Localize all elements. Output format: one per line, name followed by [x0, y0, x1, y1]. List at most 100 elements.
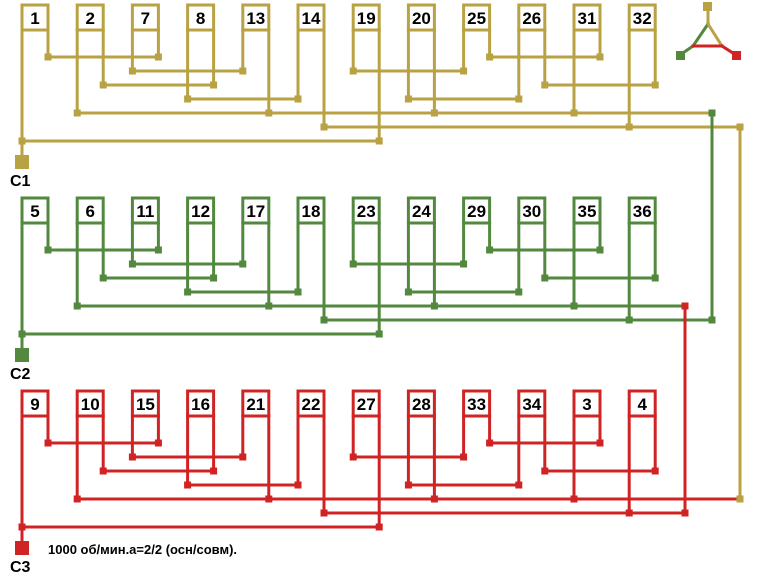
slot-number: 18	[302, 202, 321, 221]
slot-box	[241, 3, 271, 32]
junction-dot	[708, 109, 716, 117]
junction-dot	[128, 67, 136, 75]
junction-dot	[265, 109, 273, 117]
slot-number: 16	[191, 395, 210, 414]
slot-24: 24	[404, 196, 438, 310]
slot-box	[241, 389, 271, 418]
slot-number: 30	[522, 202, 541, 221]
junction-dot	[349, 67, 357, 75]
slot-box	[572, 389, 602, 418]
junction-dot	[708, 316, 716, 324]
junction-dot	[128, 260, 136, 268]
slot-number: 21	[246, 395, 265, 414]
junction-dot	[651, 81, 659, 89]
slot-number: 27	[357, 395, 376, 414]
slot-35: 35	[570, 196, 604, 310]
slot-box	[241, 196, 271, 225]
junction-dot	[681, 509, 689, 517]
slot-box	[20, 389, 50, 418]
junction-dot	[404, 481, 412, 489]
junction-dot	[541, 81, 549, 89]
slot-number: 15	[136, 395, 155, 414]
slot-box	[186, 3, 216, 32]
junction-dot	[515, 481, 523, 489]
slot-number: 20	[412, 9, 431, 28]
slot-3: 3	[570, 389, 604, 503]
slot-box	[517, 196, 547, 225]
slot-number: 8	[196, 9, 205, 28]
slot-13: 13	[239, 3, 273, 117]
slot-8: 8	[184, 3, 218, 103]
junction-dot	[73, 495, 81, 503]
junction-dot	[294, 288, 302, 296]
slot-7: 7	[128, 3, 162, 75]
slot-box	[627, 196, 657, 225]
junction-dot	[18, 330, 26, 338]
junction-dot	[184, 481, 192, 489]
slot-28: 28	[404, 389, 438, 503]
slot-number: 6	[85, 202, 94, 221]
slot-34: 34	[515, 389, 549, 489]
junction-dot	[596, 53, 604, 61]
delta-connection-icon	[676, 2, 741, 60]
slot-4: 4	[625, 389, 659, 517]
slot-box	[130, 389, 160, 418]
slot-box	[406, 196, 436, 225]
slot-box	[406, 3, 436, 32]
junction-dot	[210, 81, 218, 89]
junction-dot	[184, 288, 192, 296]
junction-dot	[486, 53, 494, 61]
junction-dot	[349, 260, 357, 268]
junction-dot	[570, 302, 578, 310]
junction-dot	[44, 439, 52, 447]
terminal-c3-icon	[15, 541, 29, 555]
junction-dot	[736, 495, 744, 503]
slot-6: 6	[73, 196, 107, 310]
slot-29: 29	[460, 196, 494, 268]
slot-box	[75, 389, 105, 418]
junction-dot	[294, 95, 302, 103]
slot-number: 14	[302, 9, 321, 28]
slot-26: 26	[515, 3, 549, 103]
slot-box	[517, 389, 547, 418]
junction-dot	[596, 246, 604, 254]
terminal-square	[732, 51, 741, 60]
junction-dot	[486, 246, 494, 254]
wire	[705, 21, 725, 49]
terminal-c1-icon	[15, 155, 29, 169]
slot-32: 32	[625, 3, 659, 131]
junction-dot	[541, 467, 549, 475]
junction-dot	[486, 439, 494, 447]
slot-2: 2	[73, 3, 107, 117]
slot-number: 12	[191, 202, 210, 221]
slot-number: 22	[302, 395, 321, 414]
slot-box	[351, 389, 381, 418]
slot-number: 31	[578, 9, 597, 28]
slot-number: 36	[633, 202, 652, 221]
slot-box	[186, 389, 216, 418]
terminal-square	[676, 51, 685, 60]
junction-dot	[73, 109, 81, 117]
slot-box	[572, 196, 602, 225]
slot-number: 17	[246, 202, 265, 221]
slot-15: 15	[128, 389, 162, 461]
slot-21: 21	[239, 389, 273, 503]
junction-dot	[154, 246, 162, 254]
junction-dot	[430, 495, 438, 503]
slot-14: 14	[294, 3, 328, 131]
junction-dot	[154, 53, 162, 61]
junction-dot	[625, 316, 633, 324]
slot-number: 32	[633, 9, 652, 28]
junction-dot	[349, 453, 357, 461]
terminal-label: C3	[10, 559, 31, 576]
slot-number: 5	[30, 202, 39, 221]
slot-23: 23	[349, 196, 383, 338]
slot-9: 9	[20, 389, 52, 548]
slot-box	[296, 196, 326, 225]
slot-box	[462, 196, 492, 225]
slot-box	[406, 389, 436, 418]
winding-caption: 1000 об/мин.a=2/2 (осн/совм).	[48, 542, 238, 557]
slot-number: 10	[81, 395, 100, 414]
